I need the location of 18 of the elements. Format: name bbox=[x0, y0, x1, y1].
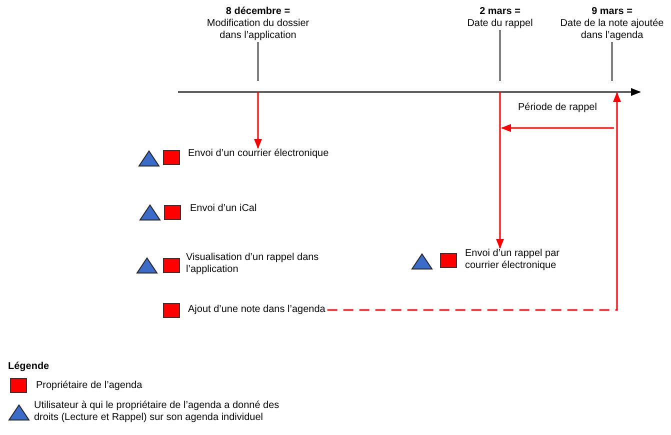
arrow bbox=[496, 92, 504, 249]
action-label: Visualisation d’un rappel dans l’application bbox=[186, 252, 336, 276]
legend-text: Propriétaire de l’agenda bbox=[36, 380, 144, 392]
date-heading: 2 mars = bbox=[478, 6, 522, 18]
action-label: Envoi d’un iCal bbox=[190, 203, 257, 215]
period-label: Période de rappel bbox=[518, 102, 597, 113]
date-heading: 9 mars = bbox=[590, 6, 634, 18]
action-label: Ajout d’une note dans l’agenda bbox=[188, 304, 326, 316]
event-description: Date de la note ajoutée dans l’agenda bbox=[559, 18, 665, 42]
event-description: Date du rappel bbox=[466, 18, 534, 30]
action-label: Envoi d’un courrier électronique bbox=[188, 148, 329, 160]
date-heading: 8 décembre = bbox=[224, 6, 292, 18]
event-description: Modification du dossier dans l’application bbox=[206, 18, 310, 42]
arrow bbox=[327, 92, 621, 311]
legend-title: Légende bbox=[8, 361, 50, 372]
arrow bbox=[254, 92, 262, 149]
legend-text: Utilisateur à qui le propriétaire de l’agenda a donné des droits (Lecture et Rappel) sur son agenda individuel bbox=[34, 400, 280, 424]
action-label: Envoi d’un rappel par courrier électronique bbox=[465, 248, 585, 272]
